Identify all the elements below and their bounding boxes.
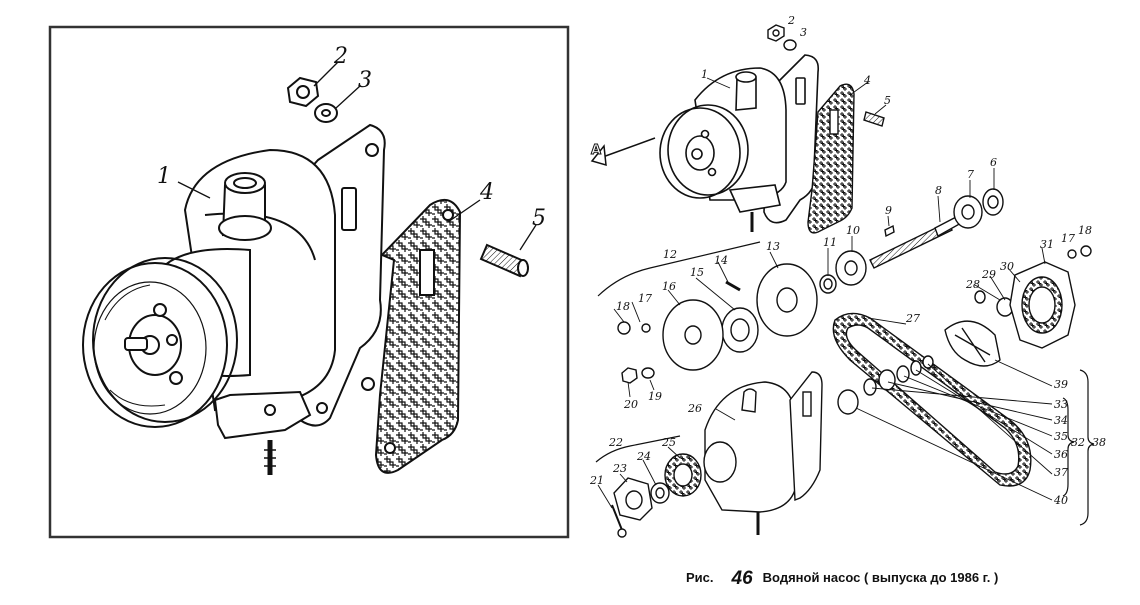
callout-left-5: 5 <box>532 206 546 231</box>
callout-27: 27 <box>906 312 920 325</box>
view-arrow <box>590 137 656 167</box>
callout-left-2: 2 <box>334 44 348 69</box>
callout-22: 22 <box>609 436 623 449</box>
callout-left-1: 1 <box>157 164 171 189</box>
callout-25: 25 <box>662 436 676 449</box>
callout-21: 21 <box>590 474 604 487</box>
callout-left-4: 4 <box>480 180 494 205</box>
callout-14: 14 <box>714 254 728 267</box>
callout-16: 16 <box>662 280 676 293</box>
left-pump-assembly <box>82 76 529 475</box>
callout-17-right: 17 <box>1061 232 1075 245</box>
callout-4: 4 <box>864 74 871 87</box>
callout-13: 13 <box>766 240 780 253</box>
callout-9: 9 <box>885 204 892 217</box>
callout-30: 30 <box>1000 260 1014 273</box>
callout-17-left: 17 <box>638 292 652 305</box>
callout-11: 11 <box>823 236 837 249</box>
callout-23: 23 <box>613 462 627 475</box>
callout-3: 3 <box>800 26 807 39</box>
callout-8: 8 <box>935 184 942 197</box>
callout-34: 34 <box>1054 414 1068 427</box>
callout-24: 24 <box>637 450 651 463</box>
callout-12: 12 <box>663 248 677 261</box>
callout-33: 33 <box>1054 398 1068 411</box>
callout-2: 2 <box>788 14 795 27</box>
callout-7: 7 <box>967 168 974 181</box>
callout-28: 28 <box>966 278 980 291</box>
callout-35: 35 <box>1054 430 1068 443</box>
callout-37: 37 <box>1054 466 1068 479</box>
figure-caption: Рис. 46 Водяной насос ( выпуска до 1986 г.… <box>686 566 999 589</box>
caption-text: Водяной насос ( выпуска до 1986 г. ) <box>762 570 999 585</box>
left-leaders <box>177 61 537 251</box>
callout-19: 19 <box>648 390 662 403</box>
callout-6: 6 <box>990 156 997 169</box>
callout-31: 31 <box>1040 238 1054 251</box>
callout-26: 26 <box>688 402 702 415</box>
right-leaders <box>597 77 1053 509</box>
callout-39: 39 <box>1054 378 1068 391</box>
group-brackets <box>595 241 1095 526</box>
callout-40: 40 <box>1054 494 1068 507</box>
callout-1: 1 <box>701 68 708 81</box>
callout-32: 32 <box>1071 436 1085 449</box>
right-small-parts <box>611 24 1092 538</box>
callout-5: 5 <box>884 94 891 107</box>
callout-29: 29 <box>982 268 996 281</box>
callout-left-3: 3 <box>358 68 372 93</box>
callout-18-left: 18 <box>616 300 630 313</box>
callout-38: 38 <box>1092 436 1106 449</box>
callout-36: 36 <box>1054 448 1068 461</box>
view-marker-label: А <box>590 143 602 159</box>
callout-15: 15 <box>690 266 704 279</box>
caption-prefix: Рис. <box>686 570 714 585</box>
left-frame <box>48 25 570 539</box>
right-assembled-pump <box>659 54 820 232</box>
caption-number: 46 <box>731 568 753 589</box>
callout-18-right: 18 <box>1078 224 1092 237</box>
callout-20: 20 <box>624 398 638 411</box>
callout-10: 10 <box>846 224 860 237</box>
right-gasket <box>807 83 855 234</box>
